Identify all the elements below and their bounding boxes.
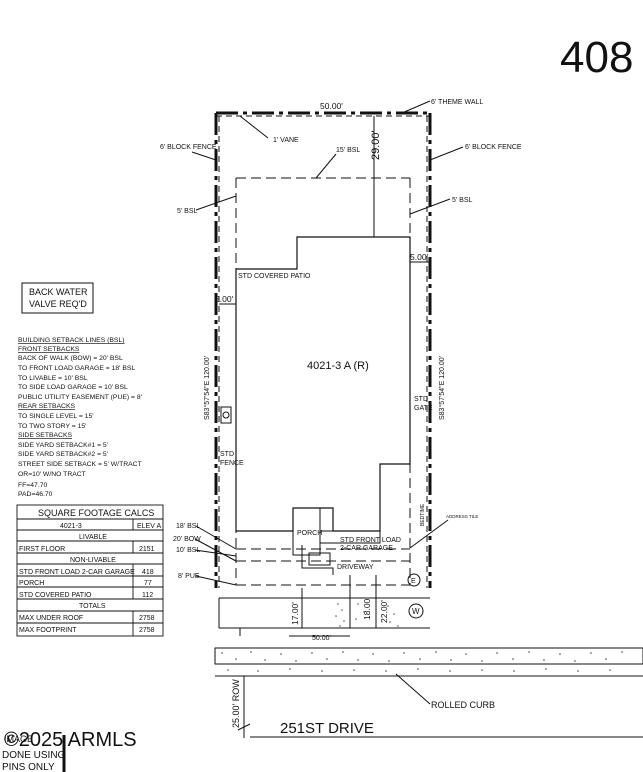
note-fragment: PINS ONLY <box>2 762 55 772</box>
std-gate-label-2: GATE <box>414 405 433 412</box>
block-fence-right-label: 6' BLOCK FENCE <box>465 144 522 151</box>
bsl18-label: 18' BSL <box>176 523 200 530</box>
garage-front <box>319 530 381 544</box>
sqft-table-title: SQUARE FOOTAGE CALCS <box>38 508 154 518</box>
note-line: BUILDING SETBACK LINES (BSL) <box>18 337 125 344</box>
note-line: FRONT SETBACKS <box>18 346 80 353</box>
note-line: PUBLIC UTILITY EASEMENT (PUE) = 8' <box>18 394 142 401</box>
sqft-row-value: 2758 <box>139 627 155 634</box>
bearing-left: S83°57'54"E 120.00' <box>203 356 211 420</box>
note-line: SIDE YARD SETBACK#1 = 5' <box>18 442 108 449</box>
back-water-line-1: BACK WATER <box>29 287 88 297</box>
house-footprint <box>235 236 411 532</box>
note-line: TO TWO STORY = 15' <box>18 423 86 430</box>
sqft-row-label: FIRST FLOOR <box>19 546 65 553</box>
front-load-label: STD FRONT LOAD <box>340 537 401 544</box>
sqft-row-value: 77 <box>144 580 152 587</box>
porch-label: PORCH <box>297 530 322 537</box>
curb-band <box>214 647 643 665</box>
mechanical-pad <box>220 406 232 424</box>
sqft-row-value: 418 <box>142 569 154 576</box>
bottom-width-dim: 50.00' <box>312 635 331 642</box>
row-dim: 25.00' ROW <box>231 679 241 728</box>
note-line: TO LIVABLE = 10' BSL <box>18 375 88 382</box>
note-line: SIDE SETBACKS <box>18 432 72 439</box>
bearing-right: S83°57'54"E 120.00' <box>438 356 446 420</box>
bsl5-left-label: 5' BSL <box>177 208 198 215</box>
left-offset-dim: 5.00' <box>215 294 234 304</box>
driveway-label: DRIVEWAY <box>337 564 374 571</box>
std-covered-patio-label: STD COVERED PATIO <box>238 273 311 280</box>
right-offset-dim: 5.00' <box>410 252 429 262</box>
note-line: REAR SETBACKS <box>18 403 75 410</box>
sqft-section: LIVABLE <box>79 534 107 541</box>
std-fence-label-2: FENCE <box>220 460 244 467</box>
setback-notes: BUILDING SETBACK LINES (BSL) FRONT SETBA… <box>18 337 142 498</box>
sqft-table <box>16 504 164 637</box>
front-22-dim: 22.00' <box>379 600 389 623</box>
note-line: FF=47.70 <box>18 482 48 489</box>
note-line: TO SIDE LOAD GARAGE = 10' BSL <box>18 384 128 391</box>
front-18-dim: 18.00' <box>362 597 372 620</box>
electric-letter: E <box>411 578 416 585</box>
armls-watermark: ©2025 ARMLS <box>4 729 137 751</box>
street-name: 251ST DRIVE <box>280 720 374 737</box>
car-garage-label: 2-CAR GARAGE <box>340 545 393 552</box>
bedtime-label: BEDTIME <box>420 503 426 526</box>
address-tile-label: ADDRESS TILE <box>446 514 478 519</box>
electric-marker <box>407 573 421 587</box>
note-line: BACK OF WALK (BOW) = 20' BSL <box>18 355 123 362</box>
note-line: PAD=46.70 <box>18 491 53 498</box>
sqft-row-value: 2758 <box>139 615 155 622</box>
front-17-dim: 17.00' <box>290 602 300 625</box>
note-fragment: DONE USING <box>2 750 66 761</box>
sqft-row-label: STD FRONT LOAD 2-CAR GARAGE <box>19 569 135 576</box>
bow20-label: 20' BOW <box>173 536 201 543</box>
note-line: STREET SIDE SETBACK = 5' W/TRACT <box>18 461 142 468</box>
note-line: OR=10' W/NO TRACT <box>18 471 86 478</box>
note-line: TO FRONT LOAD GARAGE = 18' BSL <box>18 365 135 372</box>
curb-stippling <box>221 651 623 672</box>
setback-lines <box>235 177 411 586</box>
lot-number: 408 <box>560 33 633 82</box>
top-width-dim: 50.00' <box>320 101 343 111</box>
vane-label: 1' VANE <box>273 137 299 144</box>
sqft-section: NON-LIVABLE <box>70 557 116 564</box>
note-line: TO SINGLE LEVEL = 15' <box>18 413 94 420</box>
front-stippling <box>335 603 399 627</box>
water-letter: W <box>412 607 420 616</box>
bsl15-label: 15' BSL <box>336 147 360 154</box>
theme-wall-label: 6' THEME WALL <box>431 99 483 106</box>
note-fragment: IMAGE <box>4 734 33 744</box>
note-line: SIDE YARD SETBACK#2 = 5' <box>18 451 108 458</box>
sqft-row-value: 2151 <box>139 546 155 553</box>
sqft-row-label: STD COVERED PATIO <box>19 592 92 599</box>
rolled-curb-label: ROLLED CURB <box>431 700 495 710</box>
sqft-row-label: MAX UNDER ROOF <box>19 615 83 622</box>
back-water-line-2: VALVE REQ'D <box>29 299 87 309</box>
sqft-col-plan: 4021-3 <box>60 523 82 530</box>
water-marker <box>408 603 424 619</box>
rear-setback-dim: 29.00' <box>370 130 382 160</box>
pue8-label: 8' PUE <box>178 573 200 580</box>
lot-boundary <box>214 111 432 588</box>
sqft-row-value: 112 <box>142 592 153 599</box>
std-fence-label-1: STD <box>220 451 234 458</box>
bsl5-right-label: 5' BSL <box>452 197 473 204</box>
bsl10-label: 10' BSL <box>176 547 200 554</box>
sqft-section: TOTALS <box>79 603 106 610</box>
block-fence-left-label: 6' BLOCK FENCE <box>160 144 217 151</box>
sqft-row-label: MAX FOOTPRINT <box>19 627 77 634</box>
sqft-row-label: PORCH <box>19 580 44 587</box>
sqft-col-elev: ELEV A <box>137 523 161 530</box>
back-water-box <box>21 282 94 314</box>
std-gate-label-1: STD <box>414 396 428 403</box>
plan-label: 4021-3 A (R) <box>307 360 369 372</box>
